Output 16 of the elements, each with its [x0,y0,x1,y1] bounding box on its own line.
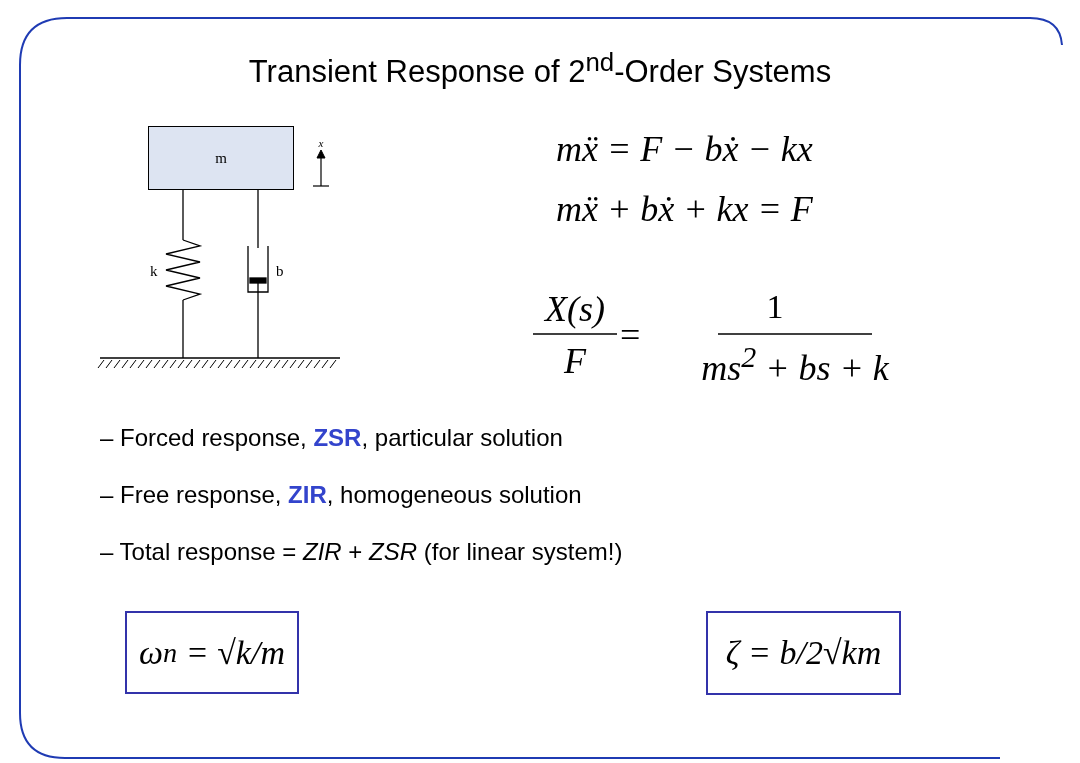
equation: mẍ = F − bẋ − kx [556,128,813,170]
formula-box: ζ = b/2√km [706,611,901,695]
slide-title: Transient Response of 2$^{nd}$-Order Systems [247,48,833,91]
equation-term: ms$^{2}$ + bs + k [701,340,889,389]
damper-label: b [276,263,284,280]
mass-block: m [148,126,294,190]
equation-term: = [617,314,643,356]
bullet-text: – Total response = ZIR + ZSR (for linear system!) [100,538,623,566]
axis-label: x [318,137,324,149]
equation: mẍ + bẋ + kx = F [556,188,813,230]
spring-label: k [150,263,158,280]
equation-term: F [564,340,586,382]
bullet-text: – Forced response, ZSR, particular solution [100,424,563,452]
bullet-text: – Free response, ZIR, homogeneous solution [100,481,582,509]
equation-term: X(s) [545,288,605,330]
equation-term: 1 [766,288,784,326]
